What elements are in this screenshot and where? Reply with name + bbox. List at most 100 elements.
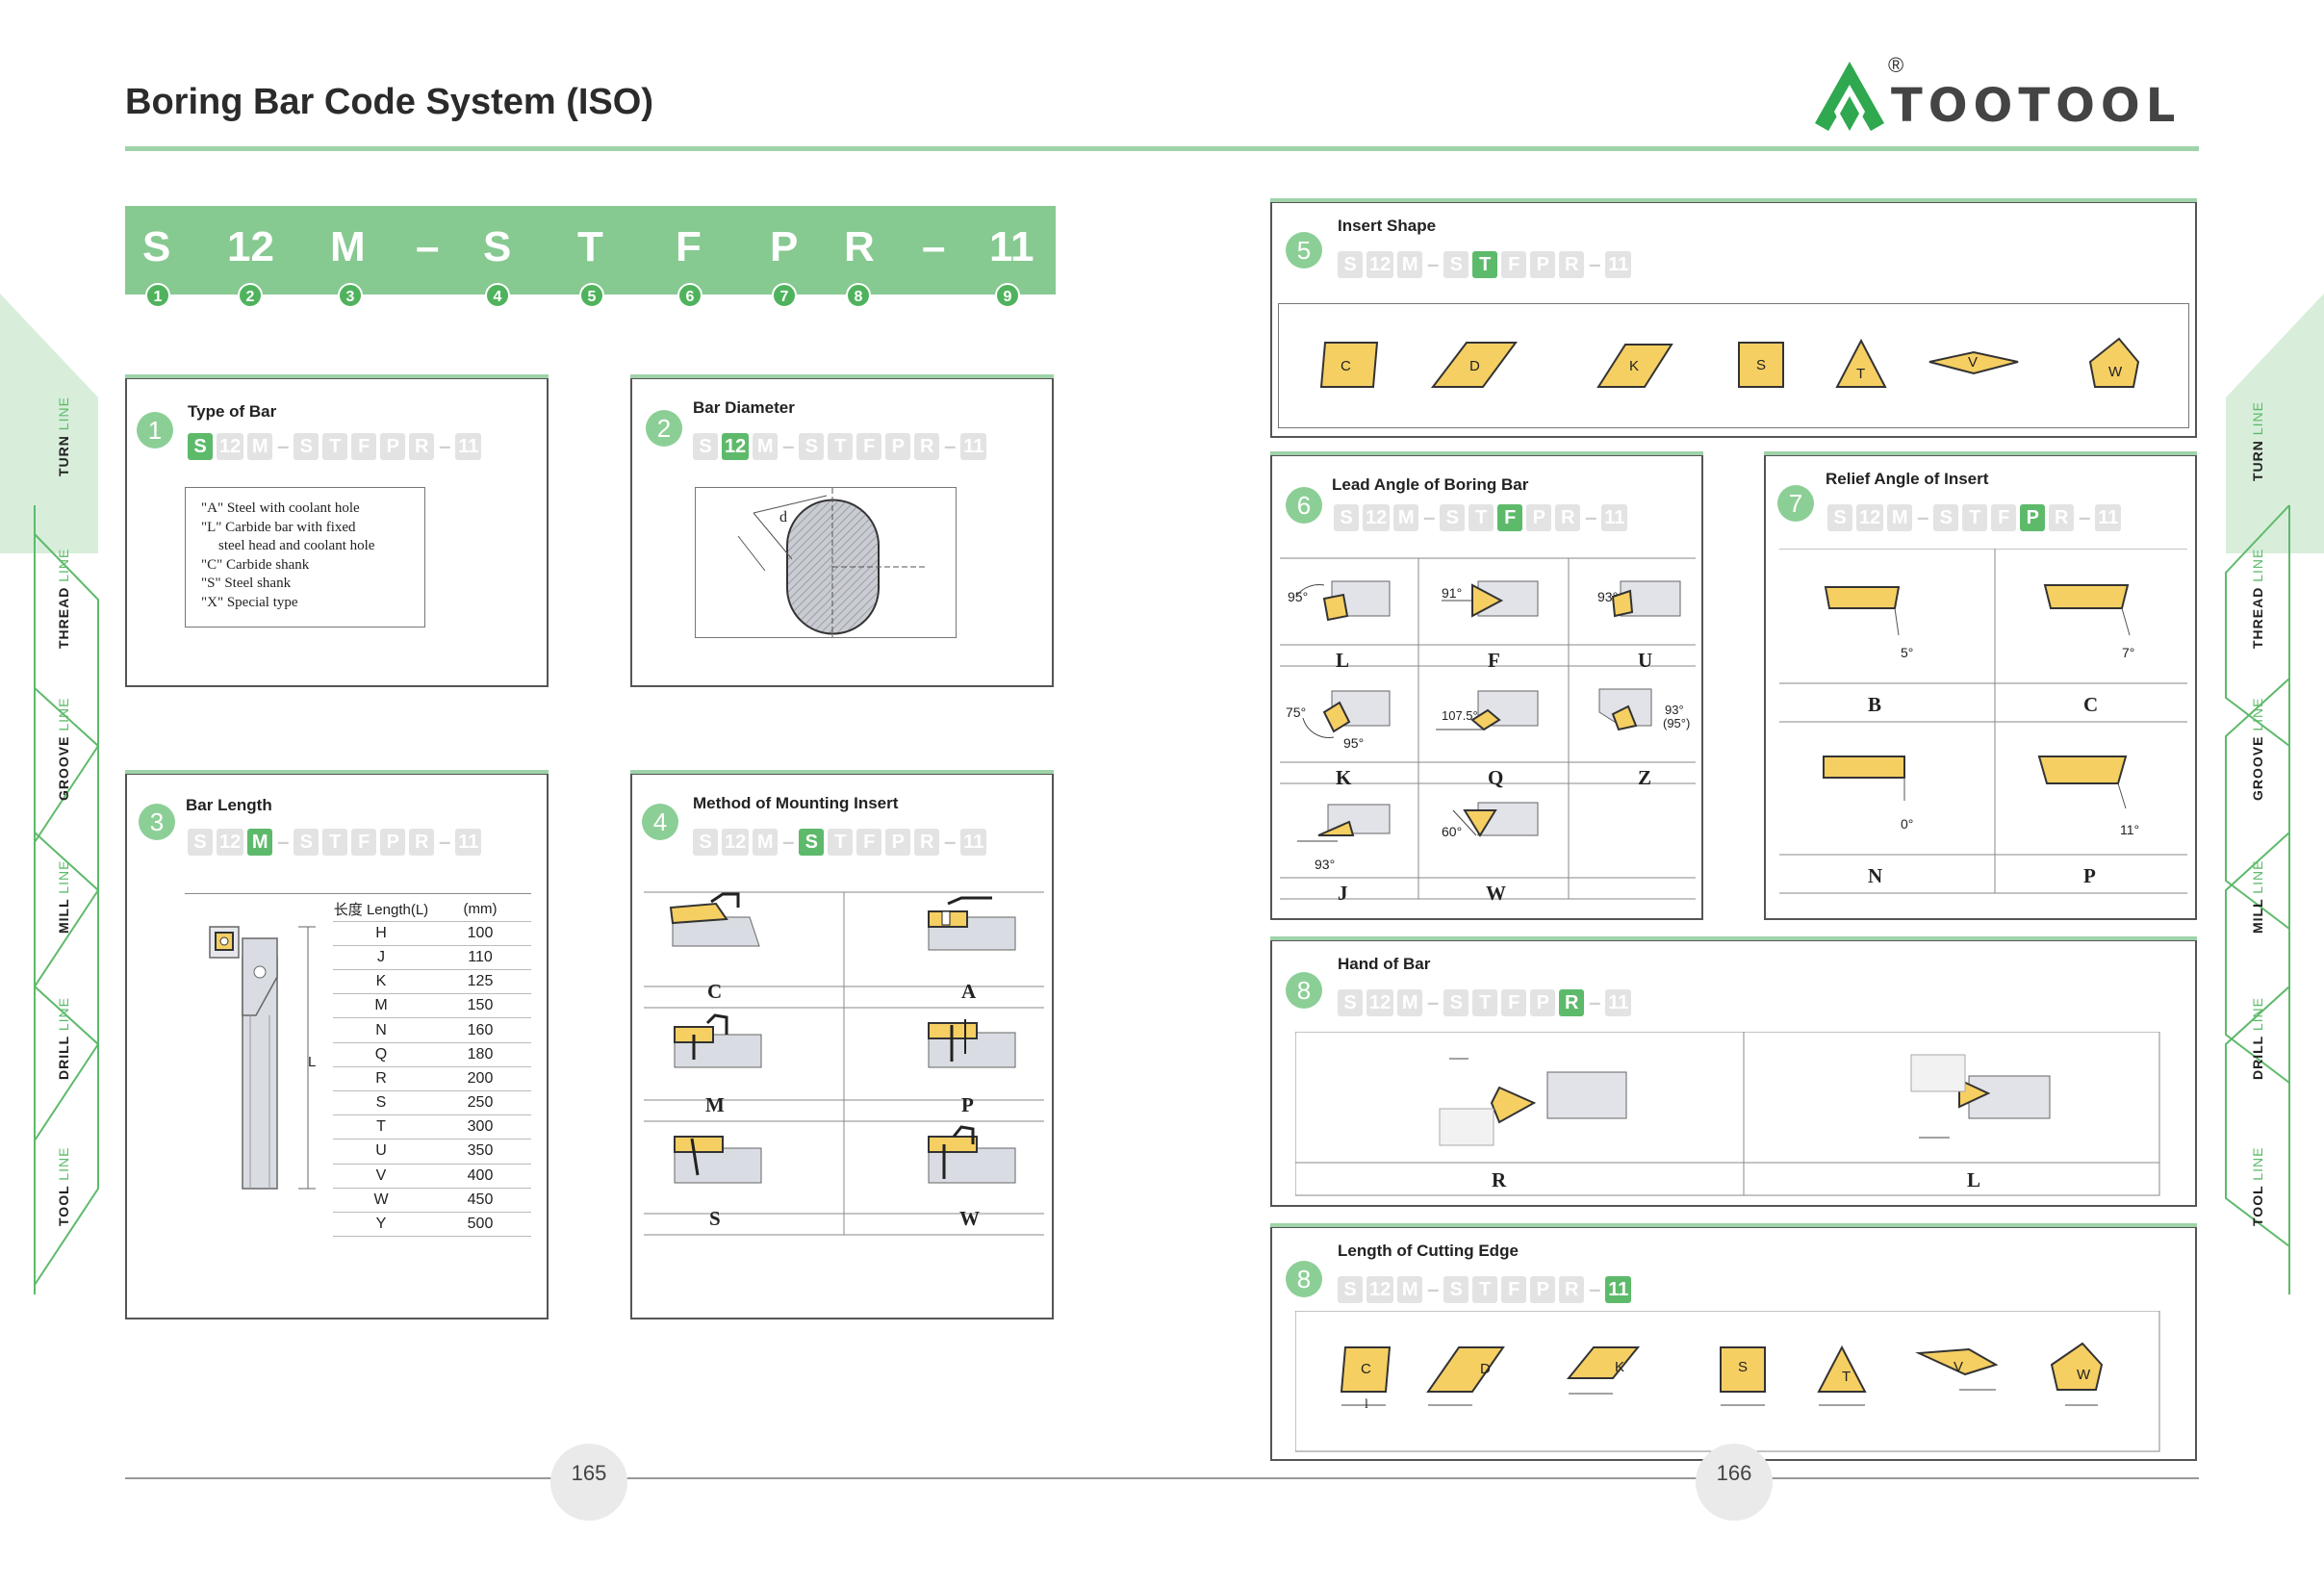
code-chip: F (1991, 504, 2017, 531)
code-chip: R (1559, 989, 1585, 1016)
code-number: 7 (772, 283, 797, 308)
angle-label: 95° (1343, 735, 1365, 751)
relief-label: N (1868, 864, 1883, 887)
cutting-edge-drawing (1295, 1311, 2160, 1452)
code-number: 4 (485, 283, 510, 308)
side-tab-mill[interactable]: MILL LINE (2250, 859, 2265, 934)
shape-label: V (1954, 1359, 1964, 1375)
step-number: 4 (642, 804, 678, 840)
code-chips: S 12 M – S T F P R – 11 (1827, 504, 2122, 531)
code-chip: 11 (1601, 504, 1628, 531)
relief-label: P (2083, 864, 2096, 887)
panel-title: Bar Diameter (693, 398, 795, 417)
side-tab-turn[interactable]: TURN LINE (2250, 401, 2265, 481)
boring-bar-drawing (209, 926, 316, 1190)
code-chip: T (1472, 989, 1498, 1016)
code-chip: F (1501, 989, 1527, 1016)
hand-l-drawing (1910, 1054, 2051, 1139)
code-chip: T (1468, 504, 1494, 531)
angle-label: 93° (1597, 589, 1619, 604)
code-number: 1 (145, 283, 170, 308)
side-tab-thread[interactable]: THREAD LINE (56, 548, 71, 649)
code-chip: M (1393, 504, 1419, 531)
code-number: 5 (579, 283, 604, 308)
code-chip: 12 (722, 433, 750, 460)
hand-of-bar-drawing (1295, 1032, 2160, 1196)
side-tab-tool[interactable]: TOOL LINE (56, 1146, 71, 1226)
shape-label: C (1341, 358, 1351, 374)
code-chip: 11 (455, 433, 482, 460)
insert-shapes-drawing (1319, 337, 2140, 388)
panel-cutting-edge: 8 Length of Cutting Edge S 12 M – S T F … (1270, 1223, 2197, 1461)
code-chip: T (1472, 1276, 1498, 1303)
code-chip: S (693, 433, 718, 460)
relief-n-insert (1823, 756, 1905, 779)
panel-title: Length of Cutting Edge (1338, 1242, 1519, 1260)
relief-angle-value: 11° (2120, 822, 2140, 837)
relief-c-insert (2043, 584, 2130, 609)
side-tab-thread[interactable]: THREAD LINE (2250, 548, 2265, 649)
step-number: 2 (646, 410, 682, 447)
lead-l-drawing (1296, 580, 1391, 622)
side-tab-groove[interactable]: GROOVE LINE (2250, 697, 2265, 801)
side-tab-mill[interactable]: MILL LINE (56, 859, 71, 934)
shape-label: S (1738, 1359, 1749, 1375)
code-chip: 11 (2095, 504, 2122, 531)
side-tab-tool[interactable]: TOOL LINE (2250, 1146, 2265, 1226)
shape-label: C (1361, 1361, 1371, 1377)
chip-dash: – (277, 830, 290, 854)
shape-label: D (1480, 1361, 1491, 1377)
page-title: Boring Bar Code System (ISO) (125, 82, 653, 122)
side-tab-drill[interactable]: DRILL LINE (56, 997, 71, 1080)
lead-k-drawing (1302, 690, 1391, 738)
code-chip: S (1933, 504, 1959, 531)
step-number: 1 (137, 412, 173, 448)
chip-dash: – (1589, 252, 1601, 276)
chip-dash: – (944, 830, 957, 854)
code-chip: S (799, 829, 825, 856)
chip-dash: – (1585, 505, 1597, 529)
lead-w-drawing (1452, 802, 1539, 837)
code-part: P (770, 223, 799, 270)
mount-c-drawing (669, 892, 760, 947)
chip-dash: – (277, 434, 290, 458)
code-chips: S 12 M – S T F P R – 11 (1338, 251, 1632, 278)
chip-dash: – (439, 830, 451, 854)
code-chip: 12 (1366, 251, 1394, 278)
shape-label: V (1968, 354, 1979, 371)
mount-w-drawing (928, 1125, 1016, 1184)
side-tab-turn[interactable]: TURN LINE (56, 397, 71, 476)
relief-angle-value: 5° (1901, 645, 1914, 660)
code-dash: – (922, 223, 946, 270)
hand-r-drawing (1439, 1058, 1627, 1146)
panel-relief-angle: 7 Relief Angle of Insert S 12 M – S T F … (1764, 451, 2197, 920)
hand-label: L (1967, 1168, 1981, 1191)
code-number: 6 (677, 283, 702, 308)
chip-dash: – (1427, 990, 1440, 1014)
step-number: 3 (139, 804, 175, 840)
step-number: 5 (1286, 232, 1322, 269)
code-chips: S 12 M – S T F P R – 11 (693, 829, 987, 856)
code-chip: P (1526, 504, 1552, 531)
legend-line: "A" Steel with coolant hole (201, 500, 360, 516)
diameter-label: d (779, 509, 787, 525)
relief-label: B (1868, 693, 1882, 716)
mount-p-drawing (928, 1019, 1016, 1068)
code-chip: 11 (960, 433, 987, 460)
code-chip: F (1501, 1276, 1527, 1303)
panel-title: Insert Shape (1338, 217, 1437, 235)
panel-title: Type of Bar (188, 402, 277, 421)
side-tab-groove[interactable]: GROOVE LINE (56, 697, 71, 801)
code-chip: F (856, 829, 882, 856)
code-chip: M (1887, 504, 1913, 531)
code-chip: 11 (1605, 989, 1632, 1016)
side-tab-drill[interactable]: DRILL LINE (2250, 997, 2265, 1080)
lead-z-drawing (1598, 688, 1652, 731)
